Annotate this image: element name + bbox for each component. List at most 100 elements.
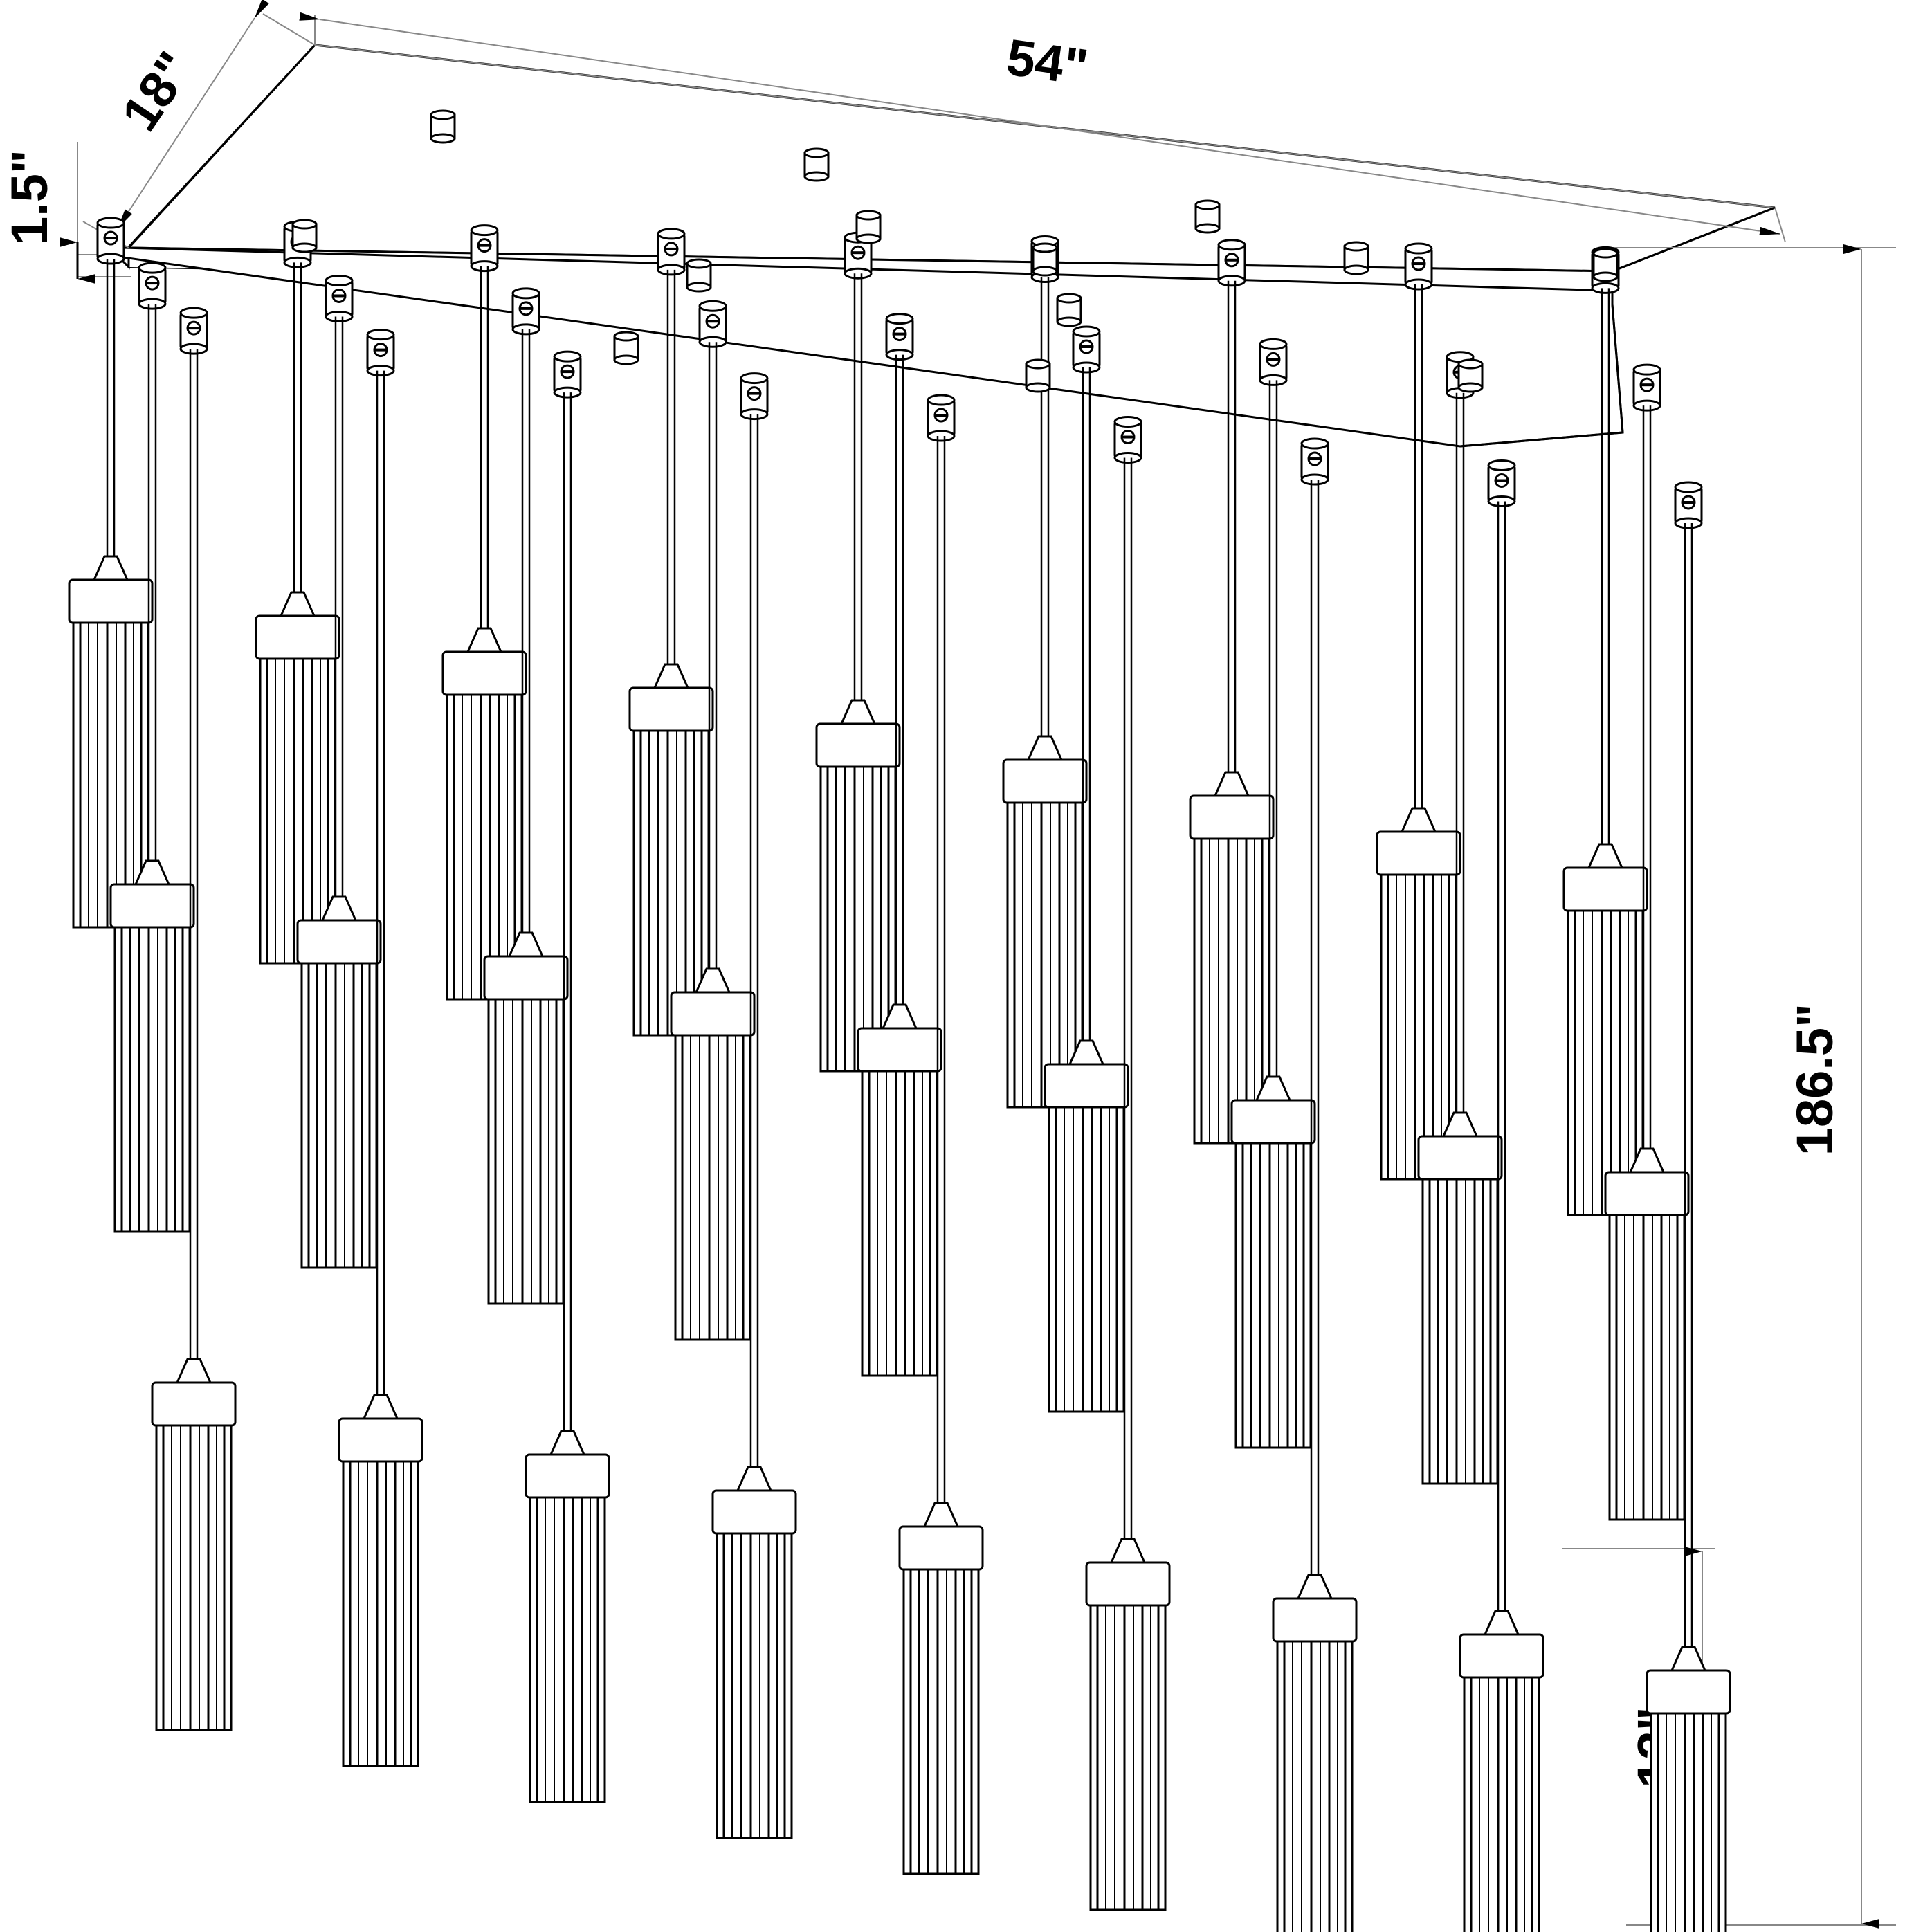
canopy-mount-top <box>553 350 582 363</box>
pendant-10 <box>628 228 714 1037</box>
pendant-shade-body <box>113 926 191 1233</box>
cylinder-icon <box>291 242 318 253</box>
pendant-19 <box>1189 239 1275 1145</box>
pendant-cap <box>815 722 901 768</box>
pendant-shade-body <box>1006 801 1084 1109</box>
canopy-mount-bottom <box>1300 473 1329 486</box>
dimension-overall-186p5: 186.5" <box>1612 244 1896 1929</box>
pendant-shade-body <box>716 1532 793 1839</box>
pendant-cap <box>1376 830 1461 876</box>
pendant-cap <box>1562 866 1648 912</box>
pendant-shade-body <box>342 1460 419 1767</box>
cylinder-icon <box>430 133 456 144</box>
canopy-mount-top <box>1404 242 1433 255</box>
pendant-cap <box>1044 1063 1129 1109</box>
cylinder-icon <box>855 233 882 244</box>
pendant-cap <box>68 578 154 624</box>
canopy-led-spot-3 <box>855 210 882 244</box>
canopy-led-spot-1 <box>430 109 456 144</box>
canopy-mount-top <box>740 372 769 385</box>
led-spot-top <box>1025 358 1051 370</box>
canopy-mount-top <box>96 217 125 229</box>
pendant-shade-body <box>72 621 149 929</box>
pendant-27 <box>1646 481 1731 1932</box>
pendant-7 <box>441 224 527 1001</box>
pendant-14 <box>857 313 942 1377</box>
pendant-shade-body <box>632 729 710 1037</box>
cylinder-icon <box>1592 271 1619 282</box>
canopy-led-spot-5 <box>1194 199 1221 234</box>
cylinder-icon <box>1056 316 1082 327</box>
dimension-label-overall: 186.5" <box>1786 1003 1843 1156</box>
canopy-mount-bottom <box>698 336 727 348</box>
canopy-mount-bottom <box>1113 452 1142 464</box>
dimension-width-54: 54" <box>299 12 1786 243</box>
canopy-mount-bottom <box>1591 282 1620 294</box>
canopy-mount-bottom <box>470 260 499 273</box>
canopy-mount-top <box>1072 325 1101 338</box>
pendant-cap <box>670 991 756 1037</box>
canopy-led-spot-10 <box>291 219 318 253</box>
pendant-cap <box>1002 758 1088 804</box>
canopy-mount-top <box>657 228 686 240</box>
pendant-shade-body <box>674 1034 751 1341</box>
cylinder-icon <box>803 171 830 182</box>
cylinder-icon <box>1457 382 1484 393</box>
pendant-shade-body <box>902 1568 980 1875</box>
pendant-cap <box>1189 794 1275 840</box>
canopy-mount-bottom <box>325 310 354 322</box>
canopy-led-spot-13 <box>1025 358 1051 393</box>
canopy-mount-top <box>366 329 395 341</box>
canopy-led-spot-7 <box>1343 241 1369 275</box>
pendant-15 <box>898 394 984 1875</box>
canopy-mount-top <box>511 287 540 300</box>
led-spot-top <box>1457 358 1484 370</box>
pendant-shade-body <box>446 693 523 1001</box>
pendant-5 <box>296 274 382 1269</box>
pendant-shade-body <box>1048 1106 1125 1413</box>
pendant-shade-body <box>1089 1604 1167 1911</box>
pendant-cap <box>296 919 382 965</box>
canopy-mount-bottom <box>740 408 769 421</box>
canopy-mount-bottom <box>96 253 125 265</box>
pendant-cap <box>1230 1099 1316 1145</box>
canopy-mount-bottom <box>283 256 312 268</box>
canopy-led-spot-12 <box>613 331 639 365</box>
dim-line-depth <box>117 0 269 229</box>
pendant-18 <box>1085 416 1171 1911</box>
pendant-21 <box>1272 437 1358 1932</box>
pendant-cap <box>857 1027 942 1073</box>
pendant-cap <box>628 686 714 732</box>
canopy-mount-bottom <box>1259 374 1288 386</box>
pendant-cap <box>1272 1597 1358 1643</box>
pendant-cap <box>109 883 195 929</box>
canopy-mount-bottom <box>1217 275 1246 287</box>
dimension-label-width: 54" <box>1003 28 1092 96</box>
led-spot-top <box>855 210 882 221</box>
pendant-25 <box>1562 246 1648 1216</box>
pendant-assembly-layer <box>68 109 1731 1932</box>
pendant-cap <box>711 1489 797 1535</box>
pendant-shade-body <box>1567 909 1644 1216</box>
canopy-led-spot-11 <box>686 258 712 293</box>
pendant-shade-body <box>1276 1640 1354 1932</box>
canopy-mount-bottom <box>366 365 395 377</box>
led-spot-top <box>803 147 830 158</box>
pendant-23 <box>1417 351 1503 1485</box>
pendant-cap <box>255 614 340 660</box>
pendant-shade-body <box>529 1496 606 1803</box>
canopy-led-spot-4 <box>1032 242 1058 277</box>
canopy-led-spot-9 <box>1457 358 1484 393</box>
pendant-shade-body <box>861 1070 938 1377</box>
cylinder-icon <box>1194 223 1221 234</box>
canopy-mount-bottom <box>927 430 956 442</box>
canopy-mount-top <box>1300 437 1329 450</box>
pendant-cap <box>525 1453 610 1499</box>
canopy-mount-top <box>1674 481 1703 493</box>
canopy-mount-top <box>927 394 956 406</box>
canopy-mount-top <box>470 224 499 237</box>
pendant-26 <box>1604 363 1690 1521</box>
canopy-mount-bottom <box>179 343 208 355</box>
